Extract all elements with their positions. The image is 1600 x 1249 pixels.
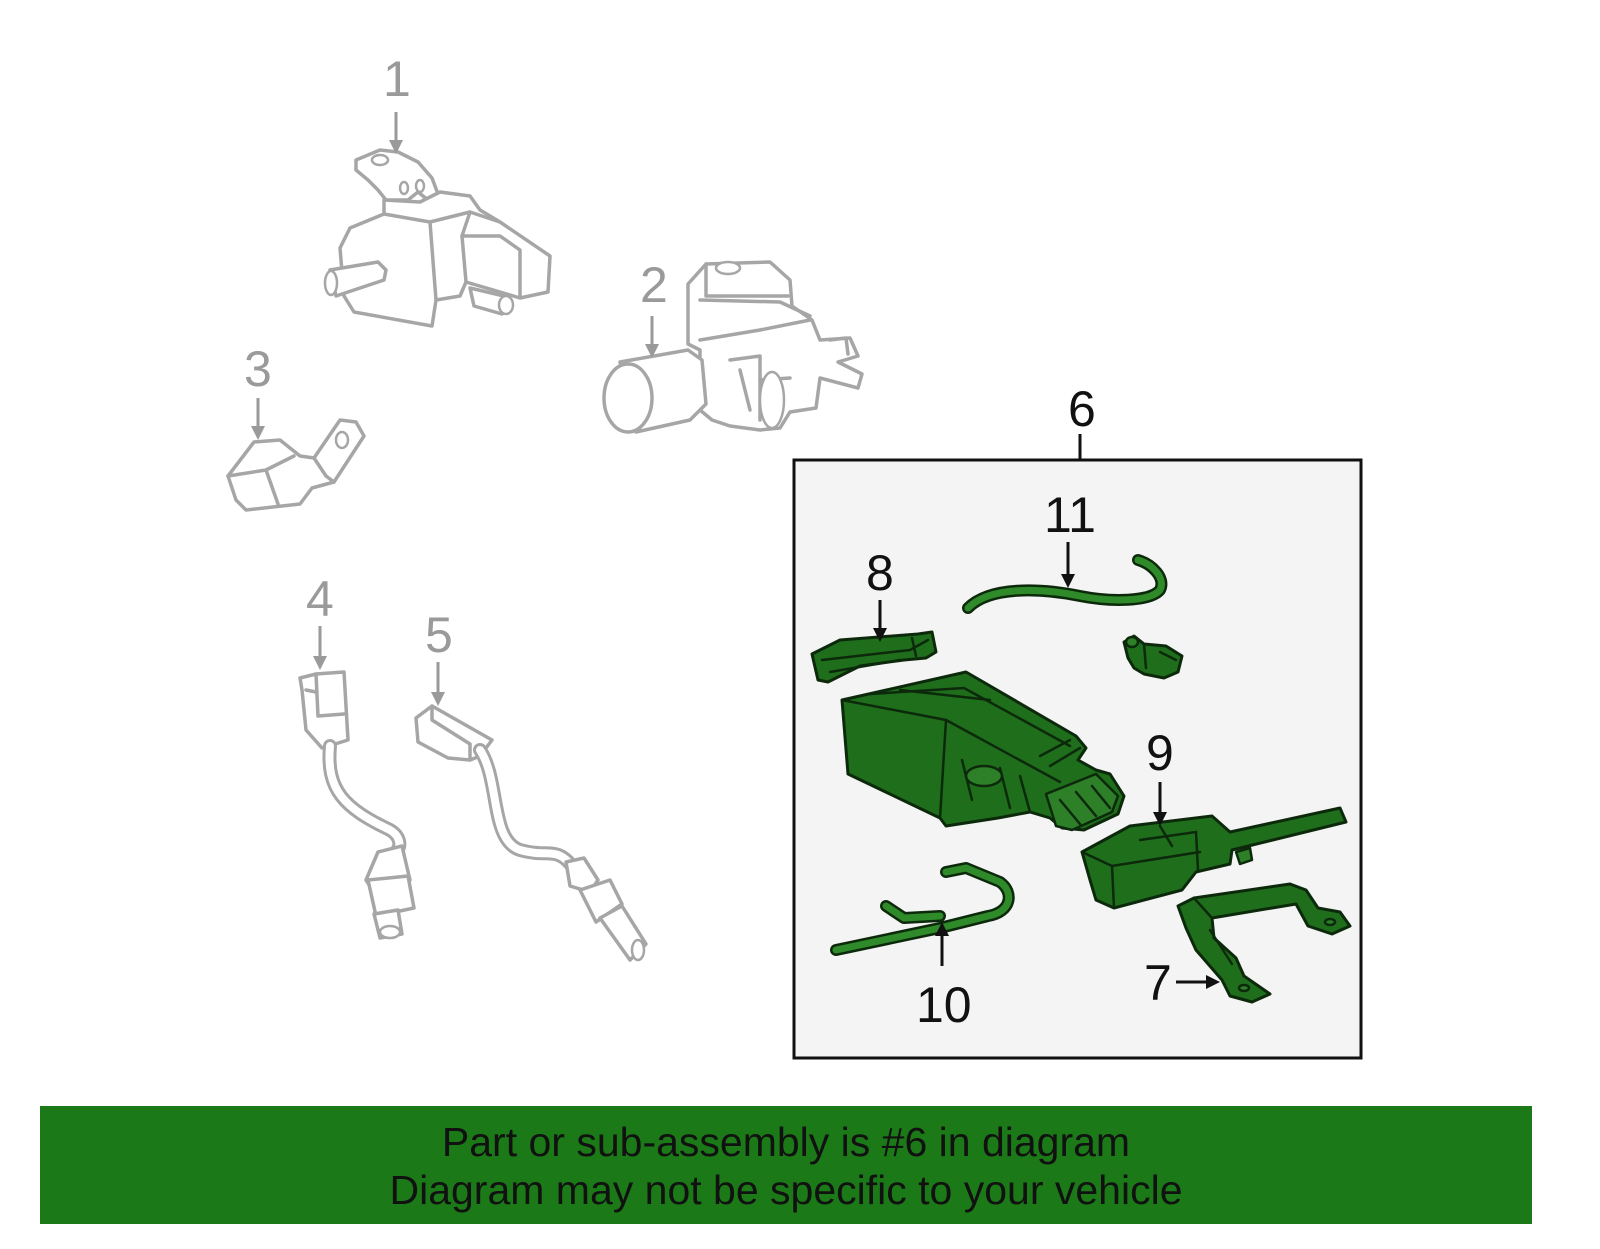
part-8-bracket[interactable]: [810, 630, 938, 684]
part-1-valve[interactable]: [323, 148, 552, 328]
callout-5: 5: [425, 607, 453, 663]
callout-7: 7: [1144, 955, 1172, 1011]
footer-line-2: Diagram may not be specific to your vehi…: [389, 1167, 1183, 1213]
callout-3: 3: [244, 341, 272, 397]
footer-banner: Part or sub-assembly is #6 in diagram Di…: [40, 1106, 1532, 1224]
callout-11: 11: [1044, 487, 1096, 543]
callout-9: 9: [1146, 725, 1174, 781]
charcoal-canister[interactable]: [840, 670, 1126, 832]
part-2-solenoid[interactable]: [602, 260, 864, 434]
part-10-tube[interactable]: [830, 862, 1015, 956]
footer-line-1: Part or sub-assembly is #6 in diagram: [441, 1119, 1131, 1165]
callout-arrows: [251, 112, 1220, 989]
callout-4: 4: [306, 571, 334, 627]
part-11-hose[interactable]: [962, 554, 1168, 614]
purge-valve[interactable]: [1122, 634, 1184, 680]
callout-8: 8: [866, 545, 894, 601]
callout-1: 1: [383, 51, 411, 107]
part-4-oxygen-sensor[interactable]: [298, 670, 416, 940]
part-5-oxygen-sensor[interactable]: [414, 704, 648, 962]
callout-2: 2: [640, 257, 668, 313]
part-7-bracket[interactable]: [1176, 882, 1352, 1004]
part-3-sensor[interactable]: [226, 418, 366, 512]
callout-10: 10: [916, 977, 972, 1033]
part-9-filter[interactable]: [1080, 806, 1348, 910]
callout-6: 6: [1068, 381, 1096, 437]
